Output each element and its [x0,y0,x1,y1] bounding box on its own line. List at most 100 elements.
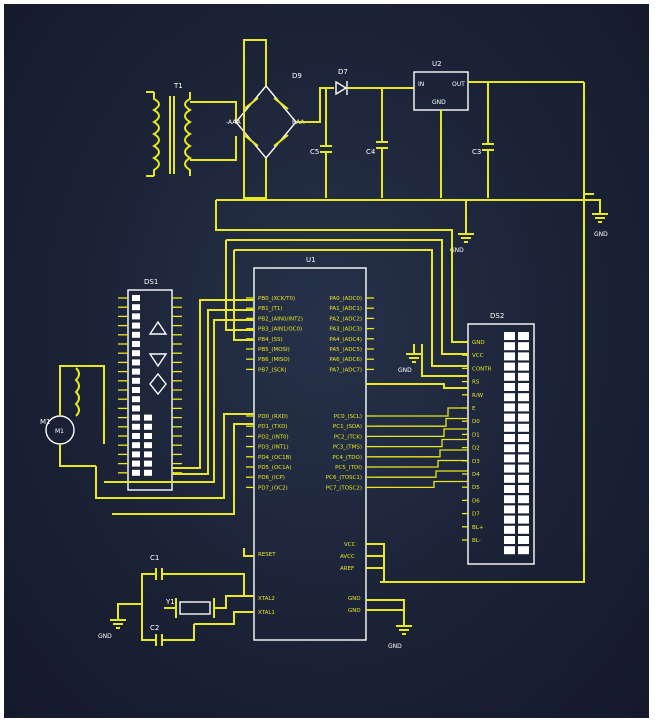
lcd-cell [518,434,529,442]
mcu-pin-pb-2: PB2_(AIN0/INT2) [258,316,303,322]
lcd-cell [518,342,529,351]
lcd-cell [504,434,515,442]
mcu-pin-pc-2: PC2_(TCK) [334,434,362,440]
mcu-pin-pb-1: PB1_(T1) [258,306,283,312]
d7-label: D7 [338,68,348,76]
lcd-pin-6: D0 [472,419,480,425]
c2-label: C2 [150,624,159,632]
lcd-cell [504,393,515,402]
mcu-pin-pa-3: PA3_(ADC3) [329,327,362,333]
ds1-segment [144,442,152,449]
mcu-pin-pd-0: PD0_(RXD) [258,414,288,420]
lcd-cell [504,403,515,412]
lcd-cell [504,362,515,371]
lcd-cell [504,546,515,555]
mcu-pin-pc-0: PC0_(SCL) [334,414,362,420]
capacitor-c4: C4 [366,88,388,198]
mcu-pin-pd-4: PD4_(OC1B) [258,455,292,461]
lcd-cell [518,525,529,534]
gnd-label-lcd: GND [398,367,412,374]
bridge-ac-left: -AAA [226,119,242,126]
mcu-pin-pb-4: PB4_(SS) [258,337,283,343]
u2-in: IN [418,81,424,88]
schematic-photo: T1 D9 -AAA BAA D7 U2 IN OUT GND [4,4,649,718]
mcu-vcc-pin: VCC [344,542,356,548]
ds1-segment [132,368,140,375]
lcd-ds2: DS2 GNDVCCCONTRRSR/WED0D1D2D3D4D5D6D7BL+… [462,312,535,565]
lcd-pin-14: BL+ [472,525,484,531]
mcu-pin-pb-6: PB6_(MISO) [258,357,290,363]
ds1-segment [132,433,140,439]
lcd-cell [504,352,515,361]
lcd-cell [504,423,515,432]
ds1-segment [132,304,140,311]
lcd-pin-12: D6 [472,498,480,504]
c4-label: C4 [366,148,376,156]
mcu-pin-pd-2: PD2_(INT0) [258,434,289,440]
lcd-cell [518,485,529,493]
mcu-pin-pc-7: PC7_(TOSC2) [326,485,362,491]
pc-to-lcd-wire-7 [374,480,468,489]
ds1-segment [132,341,140,347]
m1-label: M1 [40,418,51,426]
mcu-pin-pb-3: PB3_(AIN1/OC0) [258,327,302,333]
lcd-cell [518,454,529,463]
ds1-segment [144,433,152,439]
lcd-cell [504,485,515,493]
lcd-cell [518,383,529,391]
ground-symbol-2: GND [592,213,608,238]
ground-symbol-xtal: GND [98,619,126,640]
lcd-cell [504,372,515,381]
mcu-pin-pa-4: PA4_(ADC4) [329,337,362,343]
mcu-pin-pd-3: PD3_(INT1) [258,445,289,451]
c1-label: C1 [150,554,159,562]
bridge-rectifier-d9: D9 -AAA BAA [226,39,305,199]
lcd-cell [518,352,529,361]
lcd-pin-0: GND [472,340,485,346]
pc-to-lcd-wire-0 [374,407,468,417]
mcu-pin-pa-6: PA6_(ADC6) [329,357,362,363]
mcu-pin-pd-1: PD1_(TXD) [258,424,287,430]
ds1-segment [132,460,140,467]
mcu-pin-pc-6: PC6_(TOSC1) [326,475,362,481]
gnd-label-1: GND [450,247,464,254]
mcu-gnd-pin-1: GND [348,596,361,602]
lcd-cell [504,464,515,473]
lcd-cell [504,495,515,504]
ground-symbol-mcu: GND [388,625,412,650]
ds1-segment [132,442,140,449]
lcd-pin-10: D4 [472,472,480,478]
lcd-pin-11: D5 [472,485,480,491]
pc-to-lcd-wire-1 [374,417,468,427]
ds1-segment [132,313,140,320]
diode-d7: D7 [335,68,348,96]
ground-symbol-1: GND [450,233,474,254]
ds1-segment [132,405,140,412]
mcu-pin-pa-7: PA7_(ADC7) [329,367,362,373]
motor-m1: M1 M1 [40,365,105,467]
c3-label: C3 [472,148,481,156]
lcd-cell [504,525,515,534]
mcu-pin-pb-5: PB5_(MOSI) [258,347,290,353]
lcd-cell [504,444,515,453]
ds1-segment [132,423,140,430]
lcd-pin-5: E [472,406,476,412]
ds1-segment [132,469,140,476]
mcu-gnd-pin-2: GND [348,608,361,614]
ds1-segment [144,414,152,421]
ds1-segment [144,423,152,430]
gnd-label-2: GND [594,231,608,238]
motor-symbol-label: M1 [55,428,64,435]
capacitor-c2: C2 [117,603,195,646]
capacitor-c1: C1 [141,554,245,604]
lcd-cell [518,464,529,473]
mcu-pin-pa-0: PA0_(ADC0) [329,296,362,302]
lcd-pin-8: D2 [472,446,480,452]
y1-label: Y1 [165,598,175,606]
lcd-cell [518,372,529,381]
ds1-segment [132,396,140,403]
mcu-xtal2-pin: XTAL2 [258,596,275,602]
capacitor-c3: C3 [472,82,494,198]
lcd-pin-3: RS [472,380,480,386]
mcu-aref-pin: AREF [340,566,354,572]
